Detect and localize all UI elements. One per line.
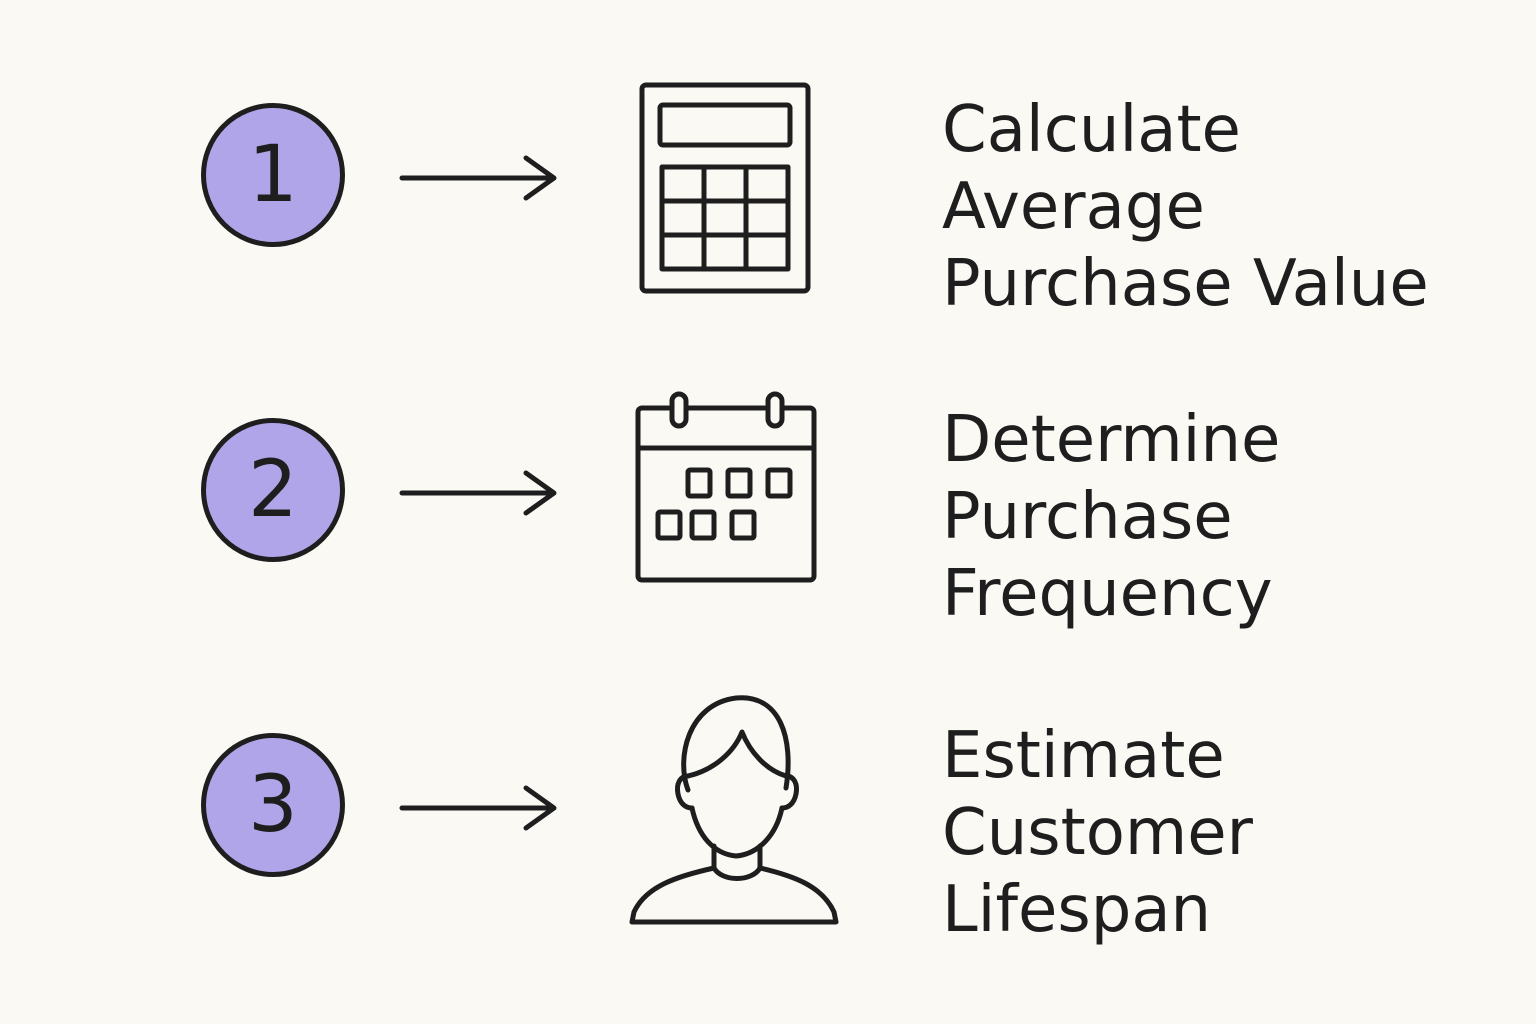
right-arrow-icon bbox=[399, 785, 557, 831]
person-icon bbox=[629, 695, 839, 925]
step-label-line: Calculate bbox=[942, 93, 1241, 167]
step-label-line: Estimate bbox=[942, 719, 1225, 793]
step-number-badge: 3 bbox=[201, 733, 345, 877]
step-label-line: Purchase bbox=[942, 480, 1233, 554]
step-number-badge: 1 bbox=[201, 103, 345, 247]
calculator-icon bbox=[639, 82, 811, 294]
step-label-line: Frequency bbox=[942, 557, 1273, 631]
right-arrow-icon bbox=[399, 470, 557, 516]
step-label-line: Determine bbox=[942, 403, 1281, 477]
step-label-line: Customer bbox=[942, 796, 1253, 870]
step-label-line: Average bbox=[942, 170, 1205, 244]
step-label: Estimate Customer Lifespan bbox=[942, 718, 1253, 949]
step-label: Calculate Average Purchase Value bbox=[942, 92, 1429, 323]
step-3: 3 Estimate Customer Lifespan bbox=[0, 650, 1536, 970]
step-2: 2 Determine Purchase Frequency bbox=[0, 335, 1536, 655]
calendar-icon bbox=[635, 391, 817, 583]
step-label-line: Purchase Value bbox=[942, 247, 1429, 321]
step-1: 1 Calculate Average Purchase Value bbox=[0, 20, 1536, 340]
right-arrow-icon bbox=[399, 155, 557, 201]
step-label: Determine Purchase Frequency bbox=[942, 402, 1280, 633]
step-number-badge: 2 bbox=[201, 418, 345, 562]
step-label-line: Lifespan bbox=[942, 873, 1212, 947]
